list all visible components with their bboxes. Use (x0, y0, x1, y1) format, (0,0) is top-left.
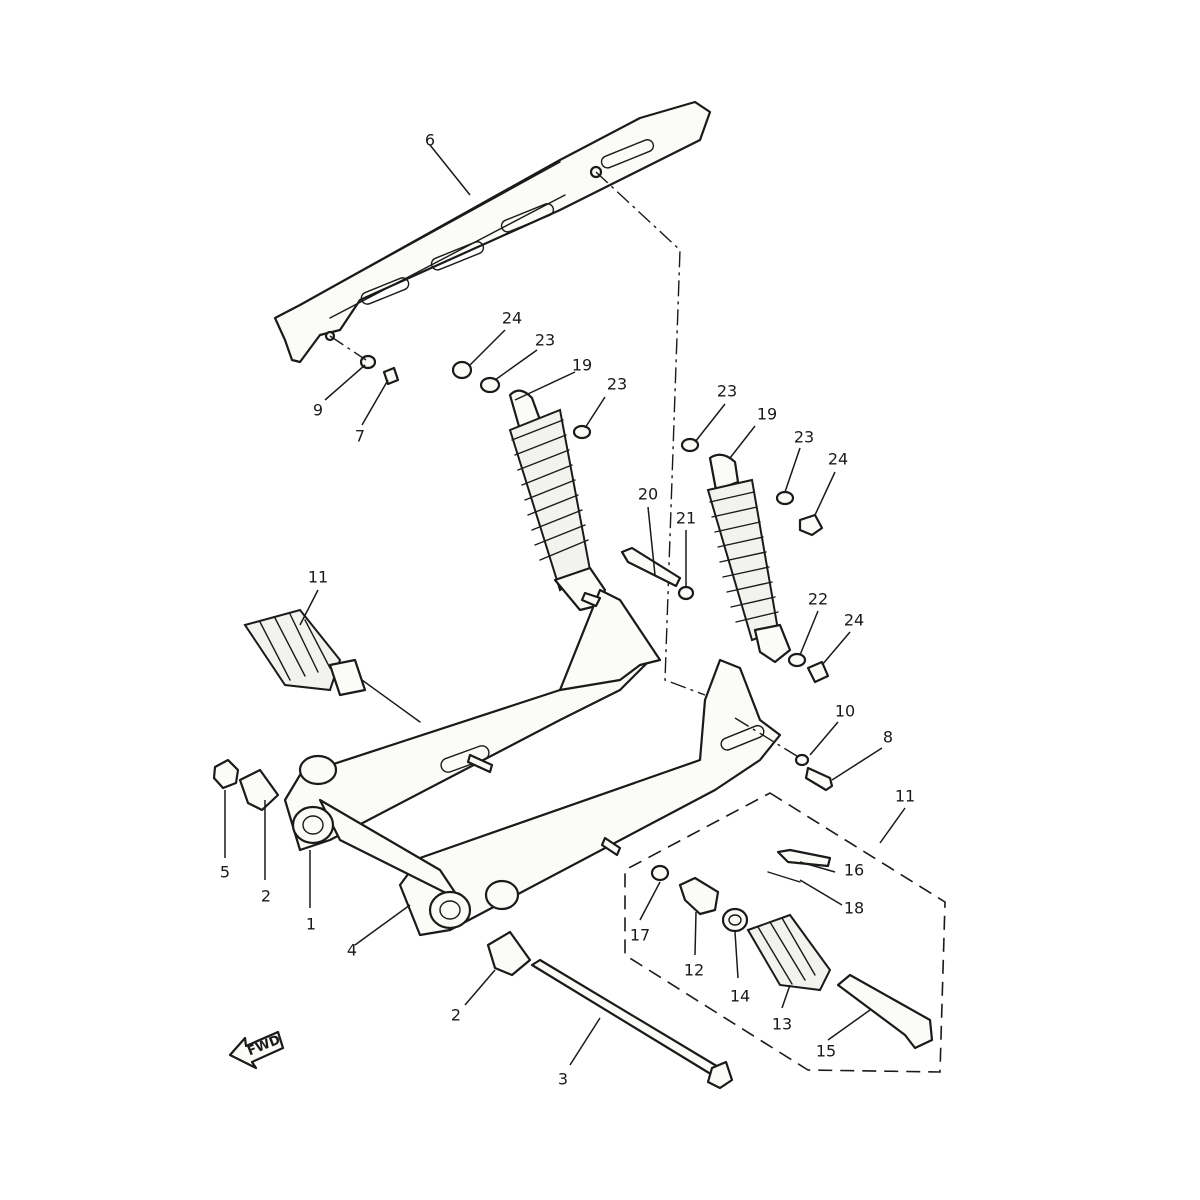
callout-2: 2 (261, 887, 271, 906)
callout-18: 18 (844, 899, 864, 918)
leader-lines (224, 144, 906, 1066)
callout-1: 1 (306, 915, 316, 934)
callout-23: 23 (717, 382, 737, 401)
nut-17 (650, 864, 670, 882)
washer-21 (677, 585, 695, 601)
callout-19: 19 (757, 405, 777, 424)
swing-arm (283, 588, 782, 937)
callout-9: 9 (313, 401, 323, 420)
callout-14: 14 (730, 987, 750, 1006)
chain-guard (273, 100, 712, 364)
washer-10 (794, 753, 810, 767)
footrest-left (243, 608, 421, 723)
callout-19: 19 (572, 356, 592, 375)
callout-21: 21 (676, 509, 696, 528)
shock-absorber-right (680, 437, 830, 684)
callout-13: 13 (772, 1015, 792, 1034)
clip-18 (767, 871, 801, 883)
bolt-7 (382, 366, 400, 386)
callout-23: 23 (794, 428, 814, 447)
callout-23: 23 (607, 375, 627, 394)
bushing-2-left (238, 768, 280, 812)
callout-labels: 6 9 7 24 23 19 23 23 19 23 24 20 21 11 2… (220, 131, 915, 1089)
callout-10: 10 (835, 702, 855, 721)
bracket-12 (678, 876, 720, 916)
callout-23: 23 (535, 331, 555, 350)
callout-3: 3 (558, 1070, 568, 1089)
callout-24: 24 (828, 450, 848, 469)
callout-24: 24 (844, 611, 864, 630)
callout-8: 8 (883, 728, 893, 747)
callout-11: 11 (308, 568, 328, 587)
callout-22: 22 (808, 590, 828, 609)
shock-absorber-left (451, 360, 607, 612)
callout-17: 17 (630, 926, 650, 945)
callout-15: 15 (816, 1042, 836, 1061)
pivot-shaft-head (706, 1060, 734, 1090)
callout-11: 11 (895, 787, 915, 806)
bushing-2-bottom (486, 930, 532, 977)
bolt-8 (804, 766, 834, 792)
footrest-15 (836, 973, 934, 1050)
callout-4: 4 (347, 941, 357, 960)
callout-12: 12 (684, 961, 704, 980)
fwd-direction-arrow: FWD (228, 1030, 285, 1070)
callout-7: 7 (355, 427, 365, 446)
footrest-right-assembly-box (624, 792, 946, 1073)
bolt-20 (620, 546, 682, 588)
pin-16 (776, 848, 832, 868)
callout-16: 16 (844, 861, 864, 880)
callout-2: 2 (451, 1006, 461, 1025)
callout-20: 20 (638, 485, 658, 504)
callout-24: 24 (502, 309, 522, 328)
callout-5: 5 (220, 863, 230, 882)
callout-6: 6 (425, 131, 435, 150)
nut-5 (212, 758, 240, 790)
washer-14 (721, 907, 749, 933)
